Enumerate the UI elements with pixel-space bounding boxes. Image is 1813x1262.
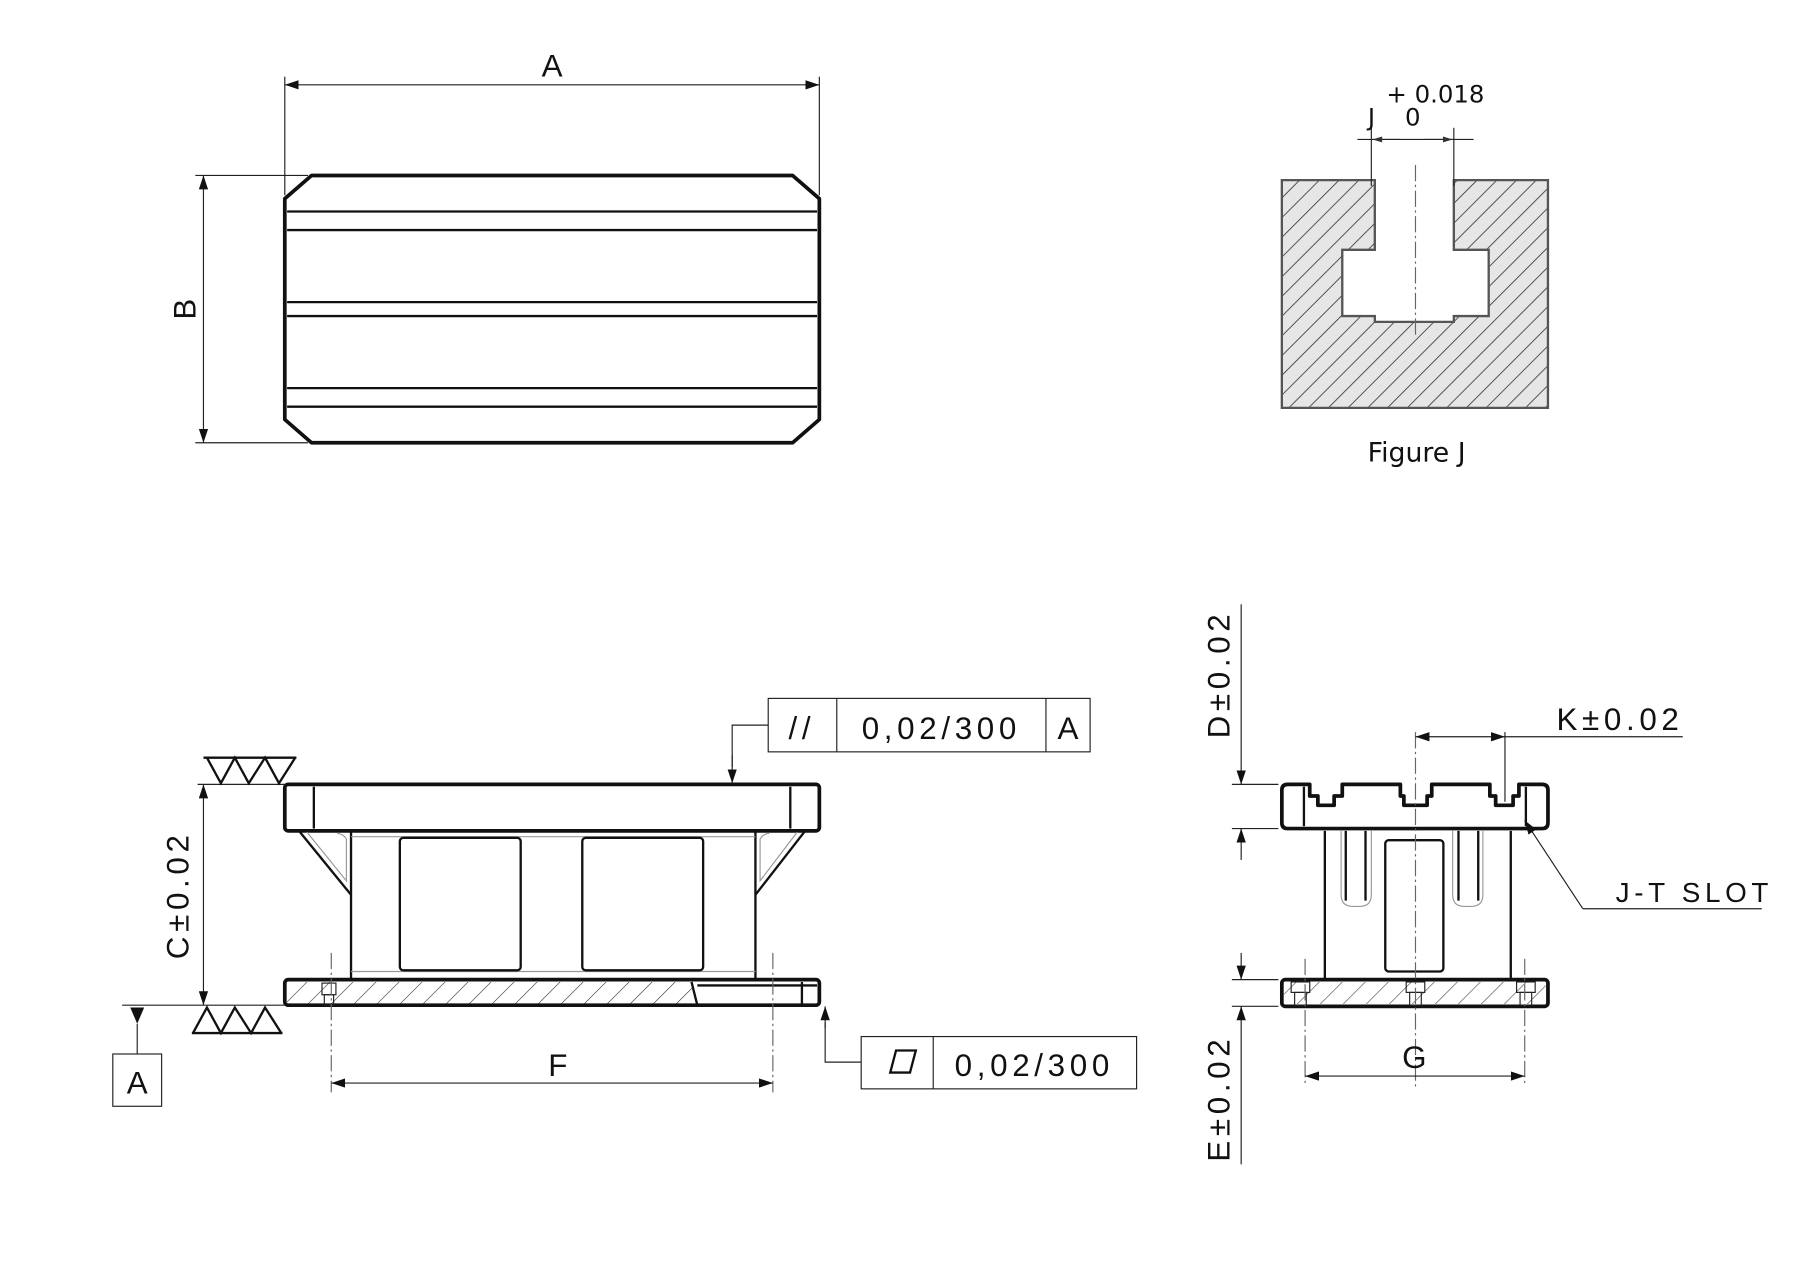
fcf-parallelism: // 0,02/300 A [727, 697, 1091, 784]
dim-f-label: F [548, 1048, 567, 1083]
fcf-flatness: 0,02/300 [820, 1006, 1138, 1090]
block-outline [282, 173, 822, 445]
flatness-value: 0,02/300 [955, 1048, 1114, 1083]
dim-g-label: G [1402, 1040, 1426, 1075]
tolerance-upper: + 0.018 [1386, 79, 1484, 108]
parallelism-datum: A [1058, 711, 1079, 746]
figure-caption: Figure J [1368, 437, 1466, 468]
figure-j: J + 0.018 0 Figure J [1280, 79, 1550, 468]
surface-finish-bottom-icon [191, 1005, 283, 1036]
dim-c-label: C±0.02 [160, 830, 195, 959]
dim-d-label: D±0.02 [1202, 610, 1237, 739]
dim-k-label: K±0.02 [1556, 702, 1683, 737]
datum-a: A [112, 1007, 163, 1107]
datum-a-label: A [127, 1066, 148, 1101]
front-view: F C±0.02 A // 0,02/300 A [112, 697, 1138, 1107]
j-t-slot-callout: J-T SLOT [1616, 877, 1773, 908]
dim-j-label: J [1366, 103, 1375, 132]
dim-a-label: A [542, 49, 563, 84]
t-slot-plate [1279, 782, 1550, 831]
parallelism-icon: // [789, 711, 816, 746]
top-view: A B [167, 49, 822, 445]
parallelism-value: 0,02/300 [862, 711, 1021, 746]
surface-finish-top-icon [203, 755, 297, 786]
tolerance-lower: 0 [1405, 103, 1421, 132]
window-right [581, 836, 705, 972]
flatness-icon [888, 1049, 918, 1074]
dim-b-label: B [167, 299, 202, 320]
window-left [398, 836, 522, 972]
dim-e-label: E±0.02 [1202, 1035, 1237, 1162]
t-slot-section [1280, 178, 1550, 410]
side-view: D±0.02 E±0.02 K±0.02 G J-T SLOT [1202, 604, 1773, 1165]
